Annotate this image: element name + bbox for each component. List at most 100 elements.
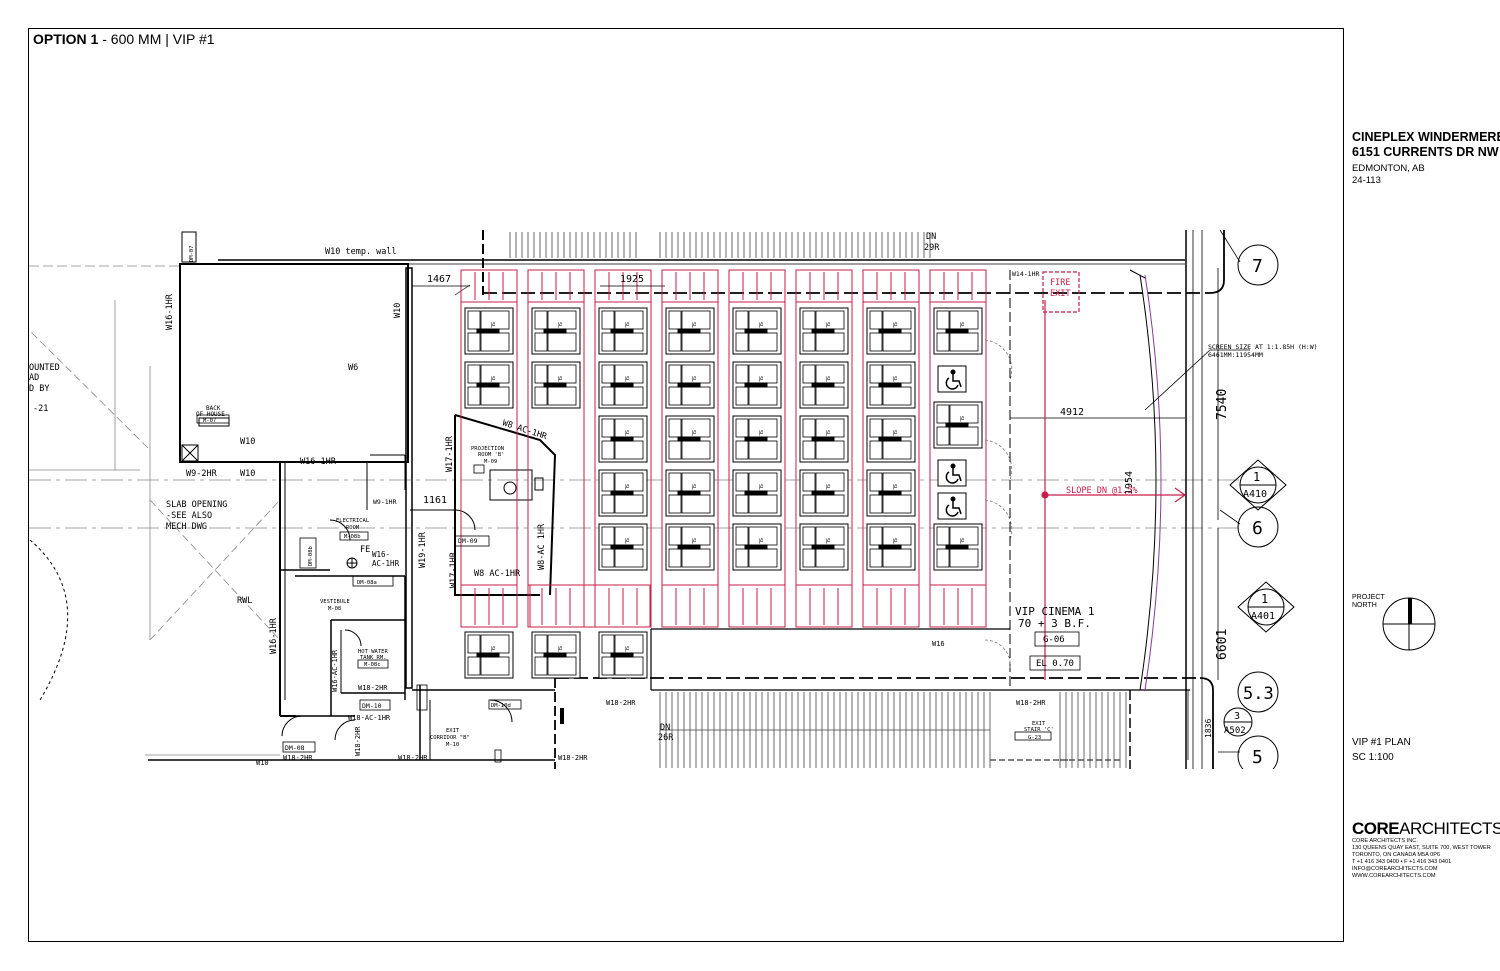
label-w8-ac-1hr-b: W8-AC 1HR: [537, 523, 547, 570]
recliner-seat-icon: SL: [665, 361, 715, 409]
recliner-seat-icon: SL: [464, 631, 514, 679]
section-a410: A410: [1243, 489, 1267, 500]
seat-label: SL: [623, 484, 629, 490]
seat-armrest: [936, 426, 950, 446]
seat-divider: [610, 436, 634, 442]
firm-line: WWW.COREARCHITECTS.COM: [1352, 873, 1436, 879]
dim-1467: 1467: [427, 274, 451, 285]
seat-armrest: [735, 418, 749, 438]
seat-armrest: [467, 332, 481, 352]
seat-divider: [811, 382, 835, 388]
seat-armrest: [601, 656, 615, 676]
left-cut-label-3: D BY: [29, 384, 49, 394]
recliner-seat-icon: SL: [799, 523, 849, 571]
label-w9-2hr: W9-2HR: [186, 469, 218, 479]
section-a502: A502: [1224, 726, 1246, 736]
dim-1954: 1954: [1124, 471, 1135, 495]
wheelchair-wheel: [945, 504, 959, 517]
label-electrical-room: ROOM: [346, 525, 360, 531]
seat-label: SL: [489, 322, 495, 328]
seat-armrest: [735, 386, 749, 406]
seat-armrest: [467, 310, 481, 330]
label-w14-1hr: W14-1HR: [1012, 270, 1039, 278]
dim-6601: 6601: [1215, 629, 1230, 660]
section-a410-number: 1: [1253, 470, 1260, 484]
dim-1836: 1836: [1204, 719, 1213, 738]
seat-label: SL: [891, 538, 897, 544]
label-dm10: DM-10: [362, 702, 382, 710]
drawing-sheet-border: [28, 28, 1344, 942]
seat-label: SL: [623, 376, 629, 382]
label-w16-ac-1hr: W16-AC-1HR: [331, 649, 339, 692]
recliner-seat-icon: SL: [933, 307, 983, 355]
seat-label: SL: [757, 430, 763, 436]
label-dm08b: DM-08b: [308, 546, 314, 566]
seat-armrest: [735, 494, 749, 514]
label-w18-2hr-b: W18-2HR: [283, 754, 313, 762]
seat-outline: [933, 401, 983, 449]
option-number: OPTION 1: [33, 31, 99, 47]
wheelchair-body: [952, 501, 962, 515]
label-w6: W6: [348, 363, 358, 373]
label-seat-count: 70 + 3 B.F.: [1018, 617, 1091, 630]
seat-armrest: [601, 526, 615, 546]
projection-room-walls: [410, 414, 557, 596]
seat-label: SL: [623, 646, 629, 652]
seat-label: SL: [556, 646, 562, 652]
recliner-seat-icon: SL: [732, 469, 782, 517]
seat-divider: [744, 436, 768, 442]
seat-armrest: [467, 656, 481, 676]
seat-armrest: [534, 386, 548, 406]
recliner-seat-icon: SL: [799, 469, 849, 517]
section-a401: A401: [1251, 611, 1275, 622]
recliner-seat-icon: SL: [799, 415, 849, 463]
recliner-seat-icon: SL: [665, 523, 715, 571]
seat-label: SL: [891, 430, 897, 436]
firm-logo-rest: ARCHITECTS: [1399, 819, 1500, 838]
label-w10: W10: [393, 303, 403, 318]
seat-label: SL: [824, 484, 830, 490]
label-fe: FE: [360, 545, 370, 555]
firm-line: T +1 416 343 0400 • F +1 416 343 0401: [1352, 859, 1452, 865]
recliner-seat-icon: SL: [866, 523, 916, 571]
seat-divider: [878, 436, 902, 442]
label-dm10d: DM-10d: [491, 703, 511, 709]
seat-armrest: [869, 472, 883, 492]
firm-address-block: CORE ARCHITECTS INC. 130 QUEENS QUAY EAS…: [1352, 838, 1491, 880]
label-w16-ac-2: AC-1HR: [372, 559, 400, 568]
label-w18-2hr-g: W18-2HR: [1016, 699, 1046, 707]
seat-label: SL: [891, 484, 897, 490]
recliner-seat-icon: SL: [665, 469, 715, 517]
recliner-seat-icon: SL: [933, 401, 983, 449]
firm-line: 130 QUEENS QUAY EAST, SUITE 700, WEST TO…: [1352, 845, 1491, 851]
label-m08b: M-08b: [344, 534, 361, 540]
grid-6: 6: [1252, 518, 1263, 539]
recliner-seat-icon: SL: [665, 307, 715, 355]
dim-7540: 7540: [1215, 389, 1230, 420]
seat-divider: [744, 328, 768, 334]
seat-armrest: [802, 440, 816, 460]
seat-divider: [610, 490, 634, 496]
seat-armrest: [936, 526, 950, 546]
seat-divider: [677, 544, 701, 550]
slope-arrow: [1041, 271, 1187, 680]
seat-label: SL: [891, 322, 897, 328]
back-of-house-walls: [148, 231, 1185, 761]
screen-curve: [1129, 269, 1162, 691]
seat-divider: [744, 490, 768, 496]
recliner-seat-icon: SL: [464, 307, 514, 355]
seat-label: SL: [824, 430, 830, 436]
label-projection: PROJECTION: [471, 446, 504, 452]
recliner-seat-icon: SL: [866, 307, 916, 355]
recliner-seat-icon: SL: [598, 415, 648, 463]
recliner-seat-icon: SL: [732, 523, 782, 571]
seat-armrest: [467, 386, 481, 406]
project-address: 6151 CURRENTS DR NW: [1352, 145, 1499, 159]
label-29r: 29R: [924, 243, 940, 253]
seat-armrest: [869, 548, 883, 568]
recliner-seat-icon: SL: [665, 415, 715, 463]
seat-armrest: [601, 494, 615, 514]
recliner-seat-icon: SL: [531, 361, 581, 409]
seat-armrest: [869, 440, 883, 460]
label-26r: 26R: [658, 733, 674, 743]
